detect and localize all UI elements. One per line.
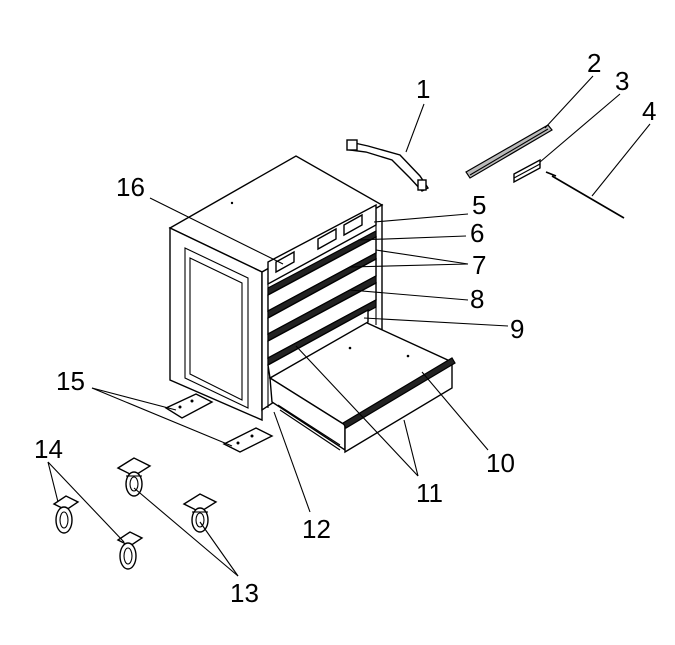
- caster-14b: [116, 531, 144, 570]
- caster-13b: [182, 493, 218, 533]
- caster-13a: [116, 457, 152, 497]
- callout-9: 9: [510, 314, 524, 344]
- callout-12: 12: [302, 514, 331, 544]
- callout-2: 2: [587, 48, 601, 78]
- callout-11: 11: [416, 478, 443, 508]
- callout-1: 1: [416, 74, 430, 104]
- callout-3: 3: [615, 66, 629, 96]
- callout-5: 5: [472, 190, 486, 220]
- drawer-stack: [267, 203, 377, 367]
- bracket-part-1: [346, 139, 430, 192]
- callout-10: 10: [486, 448, 515, 478]
- bracket-part-3: [513, 158, 541, 184]
- callout-7: 7: [472, 250, 486, 280]
- callout-8: 8: [470, 284, 484, 314]
- caster-14a: [52, 495, 80, 534]
- leader-lines: [47, 75, 651, 577]
- rod-part-4: [545, 171, 625, 219]
- callout-15: 15: [56, 366, 85, 396]
- callout-14: 14: [34, 434, 63, 464]
- callout-4: 4: [642, 96, 656, 126]
- callout-6: 6: [470, 218, 484, 248]
- callout-16: 16: [116, 172, 145, 202]
- slide-rail-part-2: [465, 124, 553, 179]
- base-plates: [164, 393, 274, 453]
- callout-labels: 1 2 3 4 5 6 7 8 9 10 11 12 13 14 15 16: [34, 48, 656, 608]
- callout-13: 13: [230, 578, 259, 608]
- open-drawer: [267, 308, 456, 454]
